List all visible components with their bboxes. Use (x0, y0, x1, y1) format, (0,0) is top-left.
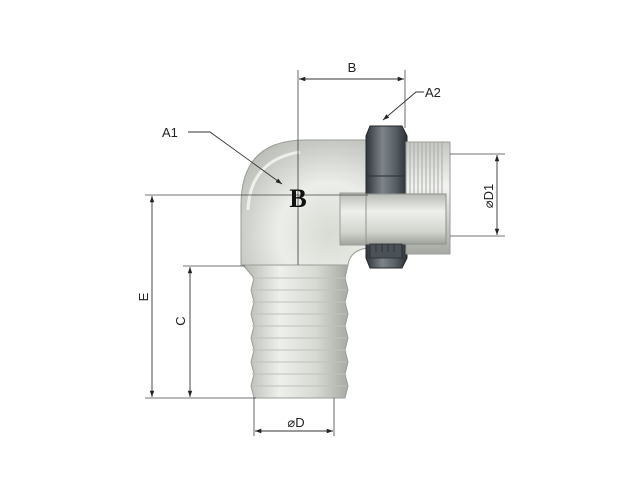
label-d1: ⌀D1 (481, 184, 496, 208)
hose-barb (241, 264, 349, 399)
label-e: E (136, 292, 151, 301)
elbow-fitting (240, 125, 451, 399)
label-a1: A1 (162, 125, 178, 140)
elbow-body (240, 139, 369, 266)
part-marking-b: B (289, 184, 306, 213)
label-a2: A2 (425, 85, 441, 100)
label-c: C (173, 316, 188, 325)
inner-tube (365, 193, 447, 245)
dimension-labels: B A1 A2 ⌀D1 E C ⌀D B (136, 60, 496, 430)
leader-a2 (382, 91, 424, 121)
extension-lines (145, 70, 505, 436)
leader-a1 (188, 131, 283, 185)
dimension-lines (149, 76, 500, 434)
washer (369, 243, 403, 259)
label-d: ⌀D (287, 415, 304, 430)
elbow-curve-shade (246, 150, 301, 211)
label-b: B (348, 60, 357, 75)
